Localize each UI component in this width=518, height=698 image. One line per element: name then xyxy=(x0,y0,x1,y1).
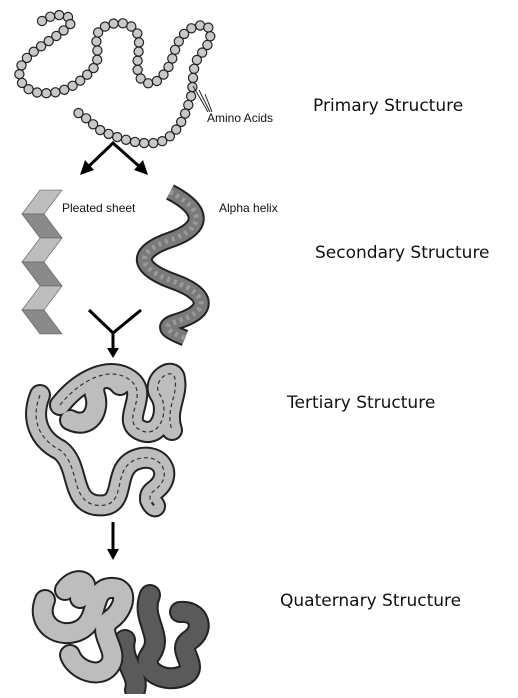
amino-acid-bead xyxy=(17,61,26,70)
amino-acid-bead xyxy=(133,29,142,38)
amino-acid-bead xyxy=(121,135,130,144)
amino-acid-bead xyxy=(188,73,197,82)
amino-acid-bead xyxy=(134,47,143,56)
amino-acid-bead xyxy=(192,55,201,64)
amino-acid-bead xyxy=(24,85,33,94)
quaternary-structure-graphic xyxy=(43,581,199,690)
pleated-sheet-segment xyxy=(22,214,62,238)
amino-acid-bead xyxy=(134,38,143,47)
amino-acid-chain xyxy=(15,11,215,148)
amino-acids-label: Amino Acids xyxy=(207,111,273,125)
pleated-sheet-segment xyxy=(22,238,62,262)
amino-acid-bead xyxy=(187,92,196,101)
split-arrow xyxy=(87,143,141,168)
amino-acid-bead xyxy=(42,89,51,98)
amino-acid-bead xyxy=(144,79,153,88)
amino-acid-bead xyxy=(55,11,64,20)
pleated-sheet-segment xyxy=(22,286,62,310)
merge-arrow xyxy=(89,310,141,349)
amino-acid-bead xyxy=(168,54,177,63)
down-arrow-head xyxy=(107,549,119,560)
amino-acid-bead xyxy=(184,100,193,109)
amino-acid-bead xyxy=(133,56,142,65)
amino-acid-bead xyxy=(93,55,102,64)
amino-acid-bead xyxy=(190,64,199,73)
amino-acid-bead xyxy=(15,70,24,79)
amino-acid-bead xyxy=(187,24,196,33)
amino-acid-bead xyxy=(204,23,213,32)
amino-acid-bead xyxy=(149,139,158,148)
primary-structure-label: Primary Structure xyxy=(313,96,463,116)
amino-acid-bead xyxy=(89,64,98,73)
tertiary-structure-label: Tertiary Structure xyxy=(287,393,435,413)
pleated-sheet-segment xyxy=(22,262,62,286)
amino-acid-bead xyxy=(109,19,118,28)
amino-acid-bead xyxy=(140,139,149,148)
amino-acid-bead xyxy=(100,22,109,31)
amino-acid-bead xyxy=(74,109,83,118)
tertiary-structure-graphic xyxy=(36,374,175,507)
pleated-sheet-segment xyxy=(22,190,62,214)
amino-acid-bead xyxy=(133,65,142,74)
amino-acid-bead xyxy=(92,37,101,46)
secondary-structure-label: Secondary Structure xyxy=(315,243,490,263)
amino-acid-bead xyxy=(164,62,173,71)
amino-acid-bead xyxy=(113,133,122,142)
amino-acid-bead xyxy=(171,45,180,54)
quaternary-structure-label: Quaternary Structure xyxy=(280,591,461,611)
amino-acid-bead xyxy=(33,88,42,97)
pleated-sheet-label: Pleated sheet xyxy=(62,201,135,215)
pleated-sheet-segment xyxy=(22,310,62,334)
amino-acid-bead xyxy=(130,137,139,146)
amino-acid-bead xyxy=(158,137,167,146)
alpha-helix-label: Alpha helix xyxy=(219,201,278,215)
amino-acid-bead xyxy=(118,19,127,28)
pleated-sheet-graphic xyxy=(22,190,62,334)
amino-acid-bead xyxy=(93,46,102,55)
amino-acid-bead xyxy=(206,32,215,41)
merge-arrow-head xyxy=(107,348,119,358)
alpha-helix-graphic xyxy=(144,192,201,338)
amino-acid-bead xyxy=(46,12,55,21)
amino-acid-bead xyxy=(104,129,113,138)
amino-acid-bead xyxy=(51,88,60,97)
